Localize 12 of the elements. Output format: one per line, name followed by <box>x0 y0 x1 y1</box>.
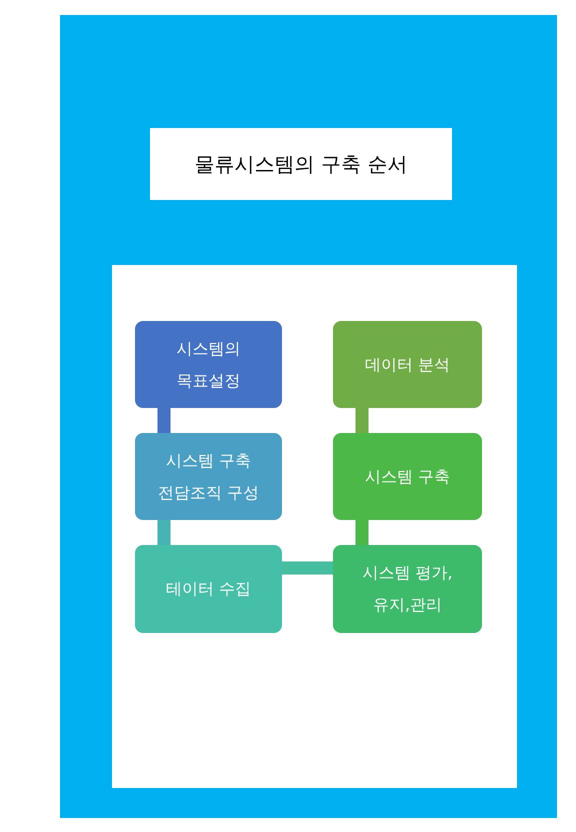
process-box: 데이터 분석 <box>333 321 482 408</box>
process-box: 시스템 구축 <box>333 433 482 520</box>
connector-bar <box>356 520 368 545</box>
process-box: 시스템의 목표설정 <box>135 321 282 408</box>
process-box: 시스템 평가, 유지,관리 <box>333 545 482 633</box>
process-box: 시스템 구축 전담조직 구성 <box>135 433 282 520</box>
connector-bar <box>356 408 368 433</box>
connector-bar <box>282 562 333 574</box>
title-box: 물류시스템의 구축 순서 <box>150 128 452 200</box>
connector-bar <box>158 408 170 433</box>
connector-bar <box>158 520 170 545</box>
process-box: 테이터 수집 <box>135 545 282 633</box>
